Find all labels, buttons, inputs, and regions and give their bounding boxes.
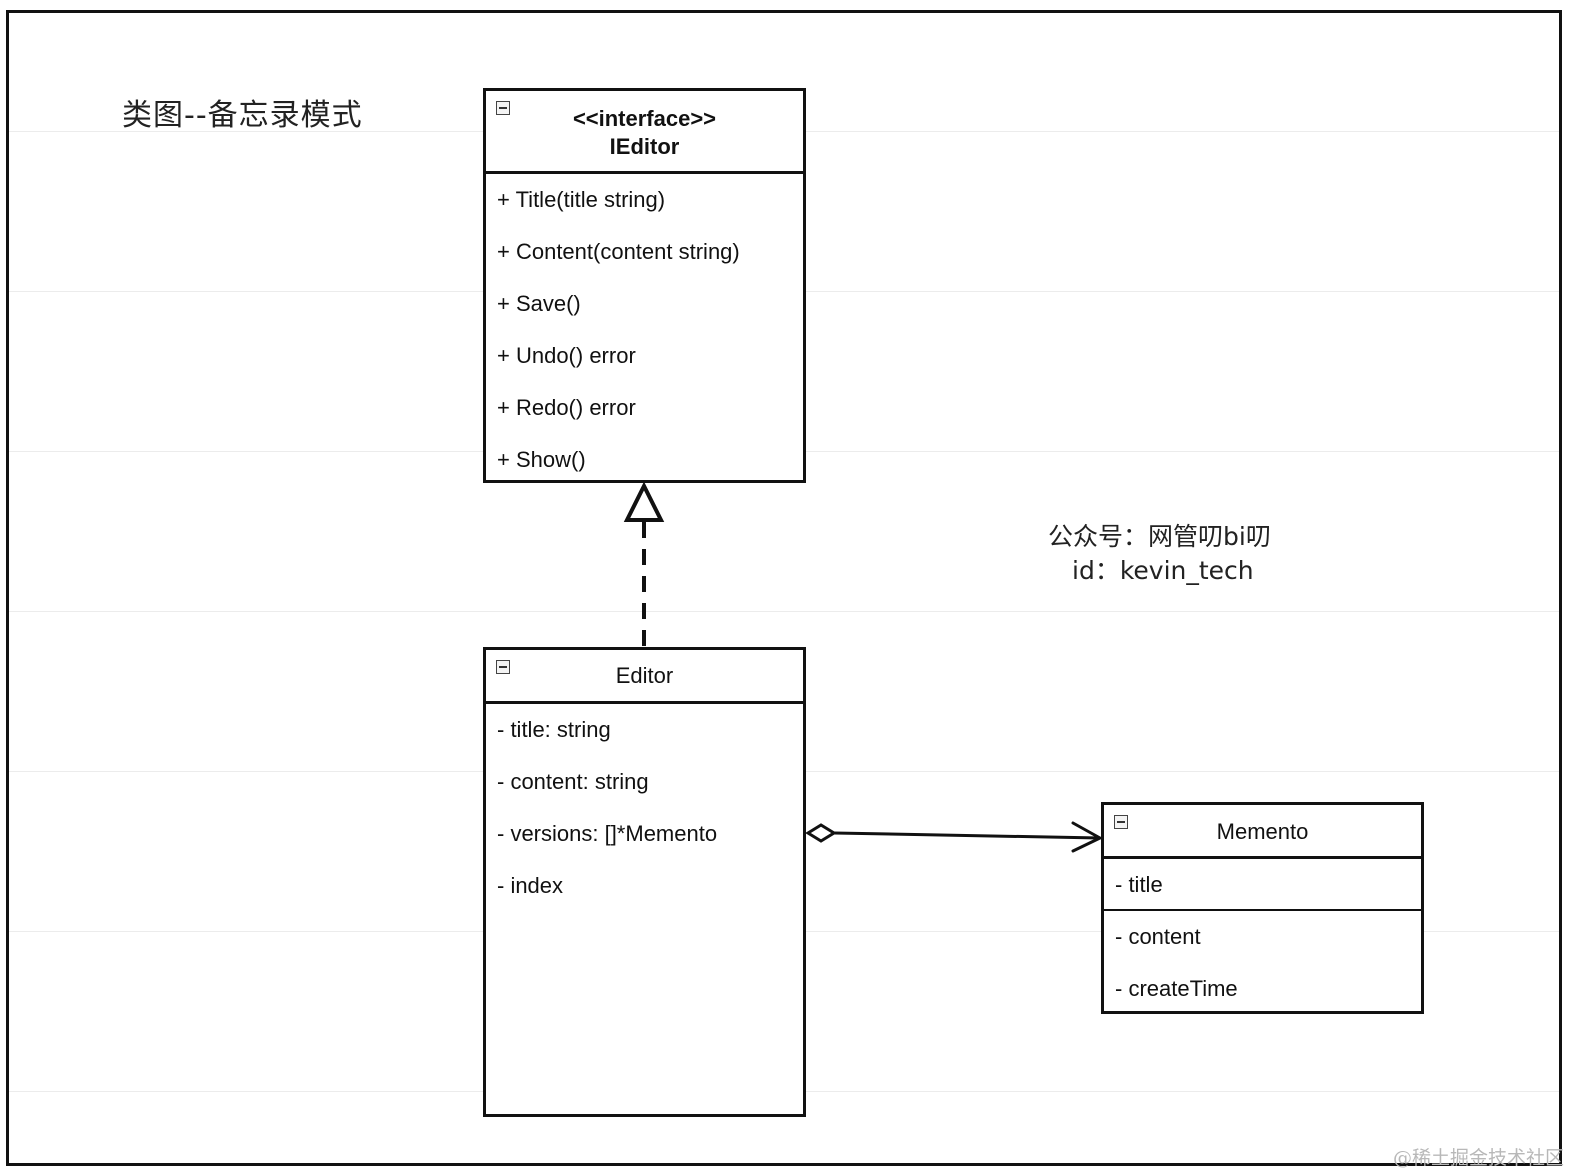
member-method[interactable]: + Redo() error (497, 395, 636, 420)
member-list: - title - content - createTime (1104, 859, 1421, 1015)
diagram-title: 类图--备忘录模式 (122, 98, 363, 133)
member-field[interactable]: - title (1104, 859, 1421, 911)
class-name: IEditor (609, 134, 680, 159)
hollow-diamond (805, 823, 837, 843)
grid-line (9, 611, 1559, 612)
member-method[interactable]: + Show() (497, 447, 586, 472)
member-list: - title: string - content: string - vers… (486, 704, 803, 912)
collapse-icon[interactable] (1114, 815, 1128, 829)
aggregation-arrow[interactable] (805, 821, 1102, 853)
class-header[interactable]: <<interface>> IEditor (486, 91, 803, 174)
watermark: @稀土掘金技术社区 (1392, 1147, 1564, 1169)
note-line-2: id：kevin_tech (1072, 556, 1254, 585)
class-memento[interactable]: Memento - title - content - createTime (1101, 802, 1424, 1014)
collapse-icon[interactable] (496, 101, 510, 115)
class-stereotype: <<interface>> (572, 106, 717, 131)
member-field[interactable]: - content (1115, 924, 1201, 949)
member-field[interactable]: - content: string (497, 769, 649, 794)
hollow-triangle-head (623, 481, 665, 522)
class-name: Memento (1216, 819, 1309, 844)
member-list: + Title(title string) + Content(content … (486, 174, 803, 486)
class-header[interactable]: Editor (486, 650, 803, 704)
class-name: Editor (615, 663, 674, 688)
member-method[interactable]: + Undo() error (497, 343, 636, 368)
member-field[interactable]: - versions: []*Memento (497, 821, 718, 846)
note-line-1: 公众号：网管叨bi叨 (1048, 522, 1271, 551)
member-method[interactable]: + Content(content string) (497, 239, 740, 264)
realization-arrow[interactable] (623, 481, 665, 646)
member-method[interactable]: + Save() (497, 291, 581, 316)
collapse-icon[interactable] (496, 660, 510, 674)
aggregation-line (833, 831, 1101, 840)
open-arrow-head (1071, 821, 1102, 853)
member-field[interactable]: - index (497, 873, 564, 898)
class-ieditor[interactable]: <<interface>> IEditor + Title(title stri… (483, 88, 806, 483)
member-field[interactable]: - createTime (1115, 976, 1238, 1001)
member-method[interactable]: + Title(title string) (497, 187, 666, 212)
class-header[interactable]: Memento (1104, 805, 1421, 859)
member-field[interactable]: - title: string (497, 717, 611, 742)
class-editor[interactable]: Editor - title: string - content: string… (483, 647, 806, 1117)
